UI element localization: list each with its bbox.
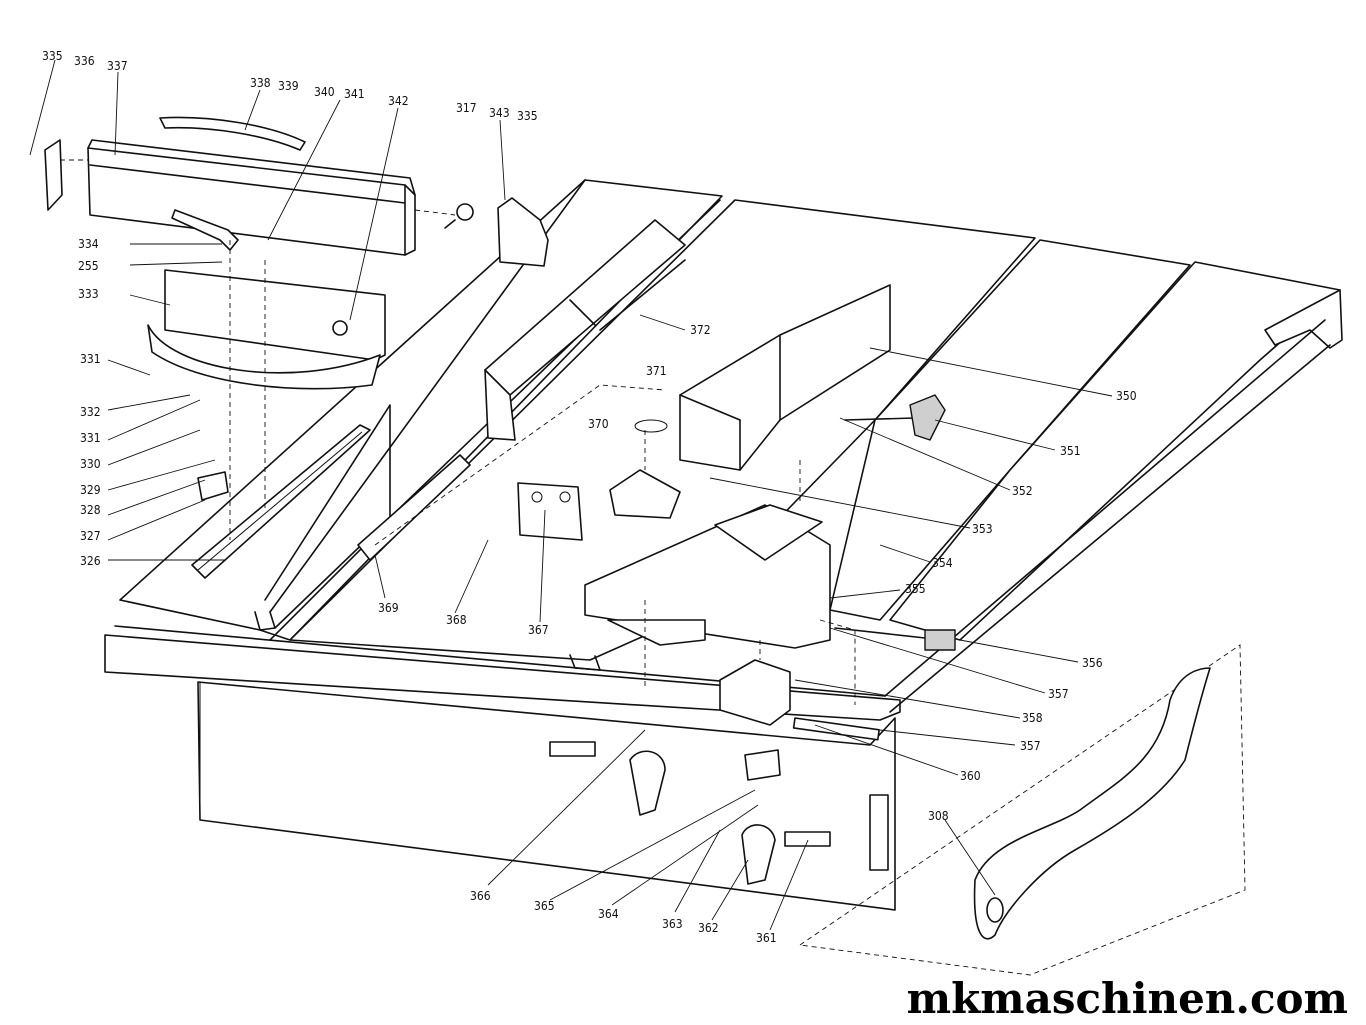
slide-block-355 [584,504,831,649]
bracket-358 [719,659,880,741]
side-panel-outline [799,644,1246,976]
label-255: 255 [78,259,99,273]
label-331: 331 [80,352,101,366]
watermark-text: mkmaschinen.com [906,974,1348,1023]
part-labels: 335 336 337 338 339 340 341 342 317 343 … [42,49,1137,945]
label-329: 329 [80,483,101,497]
label-326: 326 [80,554,101,568]
label-368: 368 [446,613,467,627]
label-335: 335 [42,49,63,63]
label-341: 341 [344,87,365,101]
knob-351 [844,394,946,441]
label-358: 358 [1022,711,1043,725]
label-355: 355 [905,582,926,596]
label-357b: 357 [1020,739,1041,753]
rail-372 [484,219,686,441]
label-363: 363 [662,917,683,931]
label-350: 350 [1116,389,1137,403]
label-360: 360 [960,769,981,783]
label-353: 353 [972,522,993,536]
label-332: 332 [80,405,101,419]
label-342: 342 [388,94,409,108]
label-340: 340 [314,85,335,99]
label-337: 337 [107,59,128,73]
label-331b: 331 [80,431,101,445]
label-362: 362 [698,921,719,935]
label-361: 361 [756,931,777,945]
clamp-parts [549,741,889,885]
label-333: 333 [78,287,99,301]
leader-lines [29,59,1113,931]
block-370 [609,419,681,519]
miter-bar [191,424,371,579]
label-334: 334 [78,237,99,251]
label-343: 343 [489,106,510,120]
label-367: 367 [528,623,549,637]
plate-367 [517,482,583,541]
label-364: 364 [598,907,619,921]
label-336: 336 [74,54,95,68]
label-371: 371 [646,364,667,378]
label-338: 338 [250,76,271,90]
label-327: 327 [80,529,101,543]
label-339: 339 [278,79,299,93]
assembly-lines [60,159,856,705]
label-372: 372 [690,323,711,337]
bolt-356 [834,627,956,651]
label-354: 354 [932,556,953,570]
strip-369 [357,454,471,561]
label-352: 352 [1012,484,1033,498]
label-317: 317 [456,101,477,115]
label-357: 357 [1048,687,1069,701]
label-308: 308 [928,809,949,823]
label-365: 365 [534,899,555,913]
label-330: 330 [80,457,101,471]
label-369: 369 [378,601,399,615]
label-356: 356 [1082,656,1103,670]
label-351: 351 [1060,444,1081,458]
fence-assembly [44,116,549,390]
label-335b: 335 [517,109,538,123]
handle-part-308 [973,667,1211,940]
label-366: 366 [470,889,491,903]
square-tube-350 [679,284,891,471]
label-328: 328 [80,503,101,517]
label-370: 370 [588,417,609,431]
